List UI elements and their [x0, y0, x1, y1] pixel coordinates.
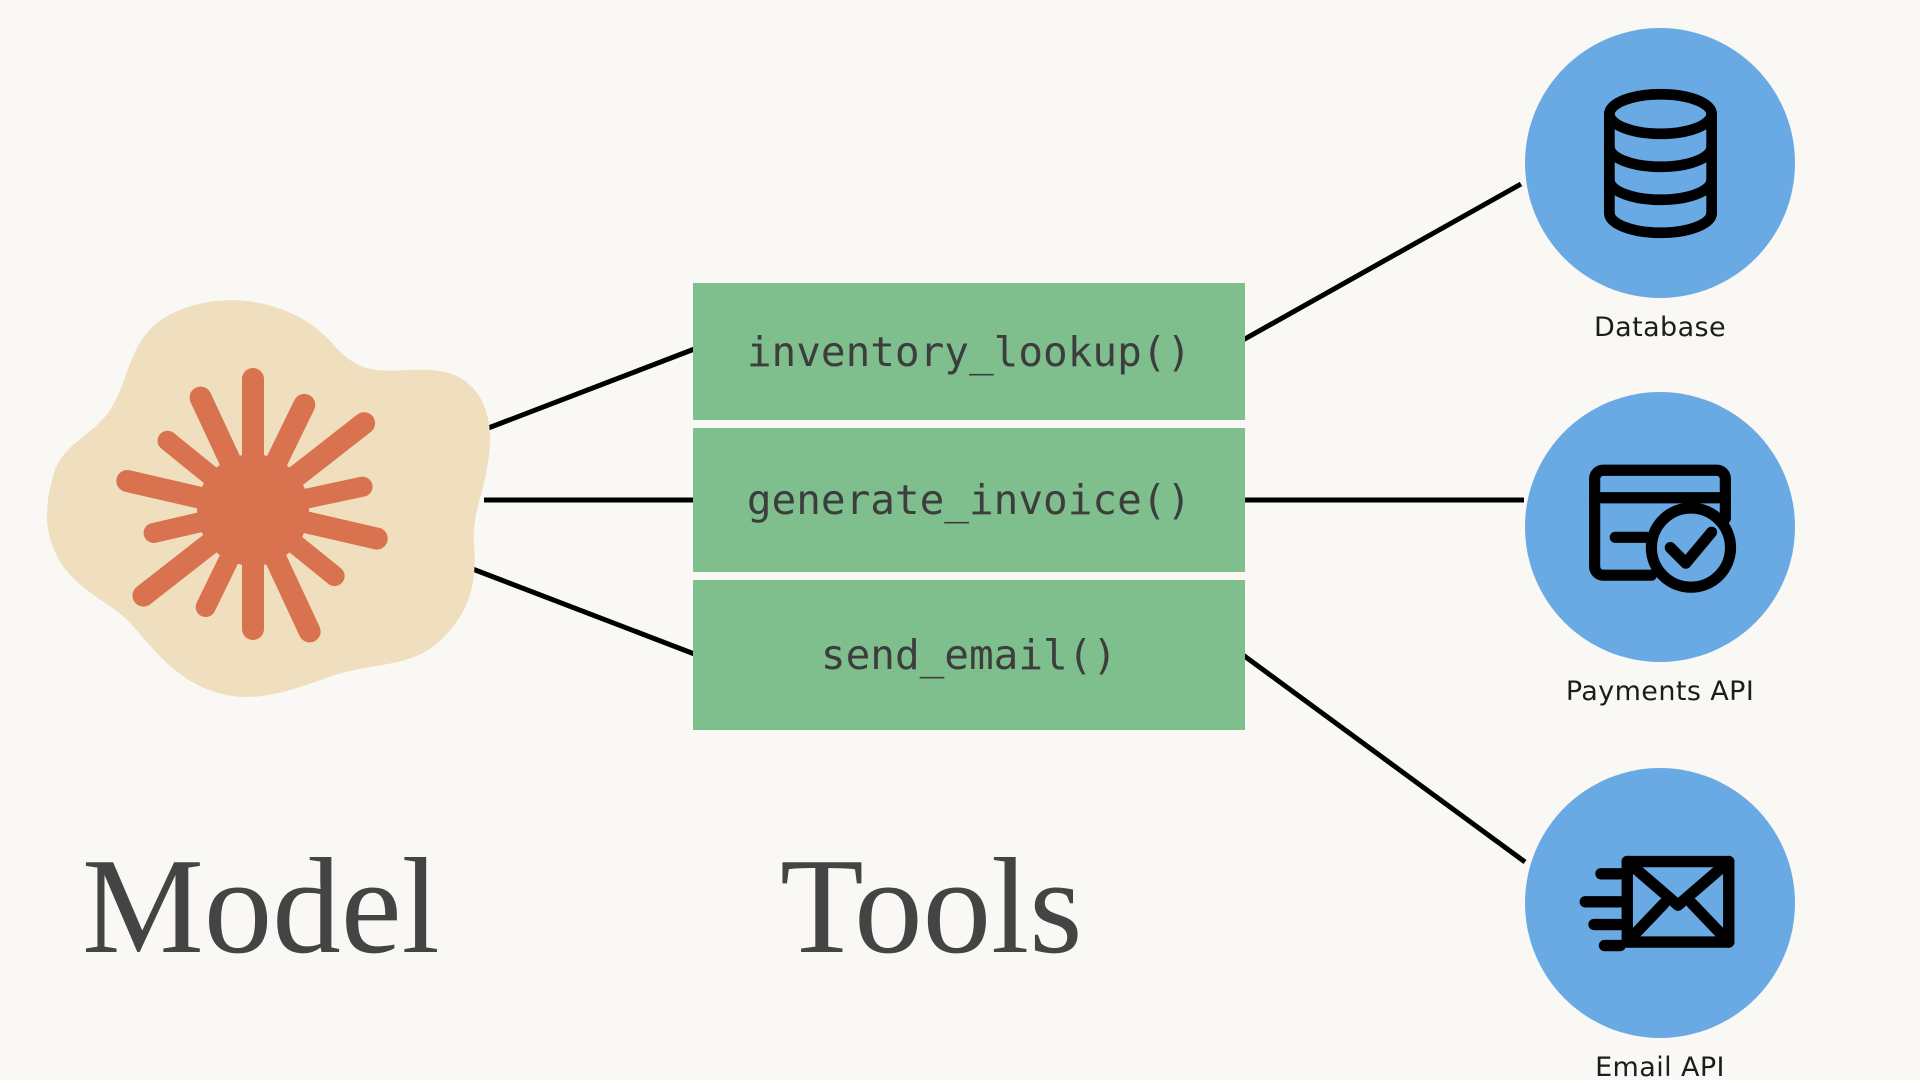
service-node-database[interactable]: Database — [1520, 28, 1800, 343]
database-icon — [1603, 88, 1717, 238]
tool-box-generate-invoice[interactable]: generate_invoice() — [693, 428, 1245, 572]
connector-model-to-send-email — [469, 565, 698, 658]
service-label: Email API — [1595, 1052, 1725, 1083]
service-node-email-api[interactable]: Email API — [1520, 768, 1800, 1083]
service-label: Payments API — [1565, 676, 1755, 707]
tool-label: send_email() — [820, 631, 1118, 679]
tool-label: generate_invoice() — [746, 476, 1192, 524]
tool-box-send-email[interactable]: send_email() — [693, 580, 1245, 730]
envelope-send-icon — [1579, 855, 1734, 951]
connector-send-email-to-email-api — [1241, 652, 1527, 865]
tool-label: inventory_lookup() — [746, 327, 1192, 376]
model-node[interactable] — [40, 295, 500, 710]
service-circle — [1525, 28, 1795, 298]
service-label: Database — [1593, 312, 1727, 343]
service-node-payments-api[interactable]: Payments API — [1520, 392, 1800, 707]
caption-model: Model — [82, 830, 440, 982]
starburst-icon — [116, 368, 388, 643]
connector-model-to-inventory-lookup — [477, 345, 698, 435]
credit-card-check-icon — [1589, 464, 1737, 593]
caption-tools: Tools — [780, 830, 1083, 982]
service-circle — [1525, 392, 1795, 662]
connector-inventory-lookup-to-database — [1241, 181, 1523, 343]
tool-box-inventory-lookup[interactable]: inventory_lookup() — [693, 283, 1245, 420]
service-circle — [1525, 768, 1795, 1038]
